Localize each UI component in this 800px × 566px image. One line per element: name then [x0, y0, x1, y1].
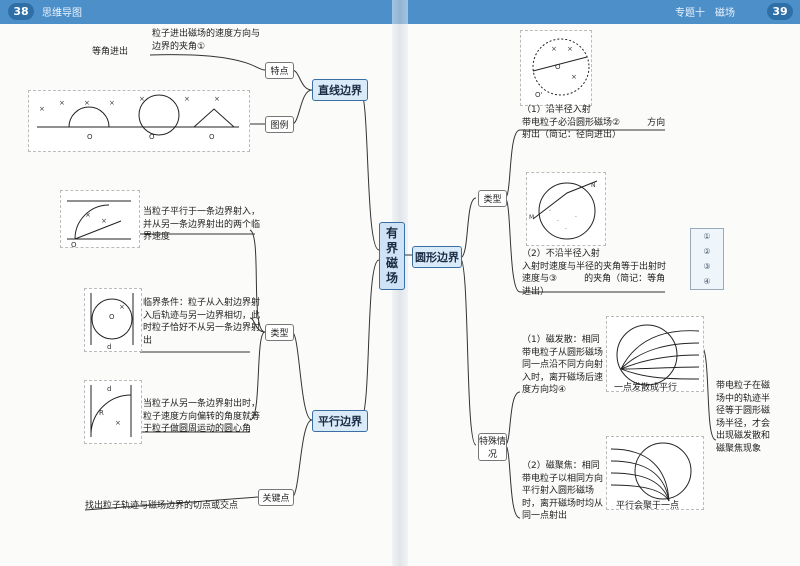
node-straight-boundary[interactable]: 直线边界	[312, 79, 368, 101]
legend-item-2: ②	[703, 247, 711, 256]
special-focusing-text: （2）磁聚焦：相同带电粒子以相同方向平行射入圆形磁场时，离开磁场时均从同一点射出	[522, 461, 604, 521]
svg-text:O: O	[149, 133, 155, 141]
svg-text:×: ×	[119, 303, 125, 311]
answer-legend-box: ① ② ③ ④	[690, 228, 724, 290]
parallel-case-2-text: 临界条件：粒子从入射边界射入后轨迹与另一边界相切，此时粒子恰好不从另一条边界射出	[143, 298, 261, 346]
feature-text: 粒子进出磁场的速度方向与边界的夹角①	[152, 29, 261, 52]
svg-text:N: N	[591, 182, 596, 189]
svg-text:×: ×	[139, 95, 145, 103]
legend-item-3: ③	[703, 262, 711, 271]
equal-angle-text: 等角进出	[92, 47, 129, 57]
svg-text:O: O	[87, 133, 93, 141]
central-char-3: 磁	[385, 256, 398, 270]
circle-case-1-text: （1）沿半径入射 带电粒子必沿圆形磁场② 方向射出（简记：径向进出）	[522, 105, 666, 140]
svg-text:×: ×	[84, 99, 90, 107]
key-point-text: 找出粒子轨迹与磁场边界的切点或交点	[85, 501, 239, 511]
focusing-caption: 平行会聚于一点	[616, 501, 680, 511]
central-char-2: 界	[385, 241, 398, 255]
parallel-case-3-text: 当粒子从另一条边界射出时，粒子速度方向偏转的角度就等于粒子做圆周运动的圆心角	[143, 399, 261, 434]
svg-text:×: ×	[59, 99, 65, 107]
left-header-title: 思维导图	[42, 8, 82, 19]
svg-text:×: ×	[115, 419, 121, 427]
parallel-figure-3: dR ×	[84, 380, 142, 444]
left-page-number: 38	[8, 3, 34, 20]
tag-key-point[interactable]: 关键点	[258, 489, 294, 506]
circle-non-radial-figure: · · · · M N	[526, 172, 606, 246]
svg-text:·: ·	[565, 226, 567, 233]
tag-special-cases[interactable]: 特殊情况	[478, 433, 507, 461]
right-page-number: 39	[767, 3, 793, 20]
svg-text:×: ×	[101, 217, 107, 225]
tag-type-circle[interactable]: 类型	[478, 190, 507, 207]
circle-case-2-text: （2）不沿半径入射 入射时速度与半径的夹角等于出射时速度与③ 的夹角（简记：等角…	[522, 249, 667, 297]
svg-text:×: ×	[571, 73, 577, 81]
legend-item-1: ①	[703, 232, 711, 241]
svg-text:·: ·	[557, 218, 559, 225]
svg-text:O: O	[109, 313, 115, 321]
svg-text:d: d	[107, 385, 111, 393]
circle-radial-figure: × × O × O'	[520, 30, 592, 106]
tag-type-parallel[interactable]: 类型	[265, 324, 294, 341]
parallel-figure-1: × × O	[60, 190, 140, 248]
svg-text:×: ×	[551, 45, 557, 53]
circle-side-note: 带电粒子在磁场中的轨迹半径等于圆形磁场半径，才会出现磁发散和磁聚焦现象	[716, 381, 771, 454]
central-char-4: 场	[385, 271, 398, 285]
node-circle-boundary[interactable]: 圆形边界	[412, 246, 462, 268]
svg-text:M: M	[529, 214, 534, 221]
divergence-figure	[606, 316, 704, 392]
svg-text:R: R	[99, 409, 104, 417]
svg-text:·: ·	[575, 214, 577, 221]
tag-feature[interactable]: 特点	[265, 62, 294, 79]
svg-text:O: O	[209, 133, 215, 141]
central-node-bounded-field[interactable]: 有 界 磁 场	[379, 222, 405, 290]
straight-boundary-figure: × × × × × × × O O O	[28, 90, 250, 152]
focusing-figure	[606, 436, 704, 510]
node-parallel-boundary[interactable]: 平行边界	[312, 410, 368, 432]
right-header-title: 专题十 磁场	[675, 8, 735, 19]
svg-text:·: ·	[549, 208, 551, 215]
svg-text:O: O	[71, 241, 77, 248]
legend-item-4: ④	[703, 277, 711, 286]
svg-text:×: ×	[85, 211, 91, 219]
svg-text:×: ×	[39, 105, 45, 113]
svg-text:×: ×	[214, 95, 220, 103]
parallel-figure-2: Od ×	[84, 288, 142, 352]
svg-text:O: O	[555, 63, 561, 71]
svg-text:d: d	[107, 343, 111, 351]
divergence-caption: 一点发散成平行	[614, 383, 678, 393]
special-divergence-text: （1）磁发散：相同带电粒子从圆形磁场同一点沿不同方向射入时，离开磁场后速度方向均…	[522, 335, 604, 395]
svg-text:×: ×	[567, 45, 573, 53]
parallel-case-1-text: 当粒子平行于一条边界射入，并从另一条边界射出的两个临界速度	[143, 207, 261, 242]
svg-text:×: ×	[184, 95, 190, 103]
central-char-1: 有	[385, 226, 398, 240]
tag-figure[interactable]: 图例	[265, 116, 294, 133]
svg-text:O': O'	[535, 91, 543, 99]
svg-text:×: ×	[109, 99, 115, 107]
